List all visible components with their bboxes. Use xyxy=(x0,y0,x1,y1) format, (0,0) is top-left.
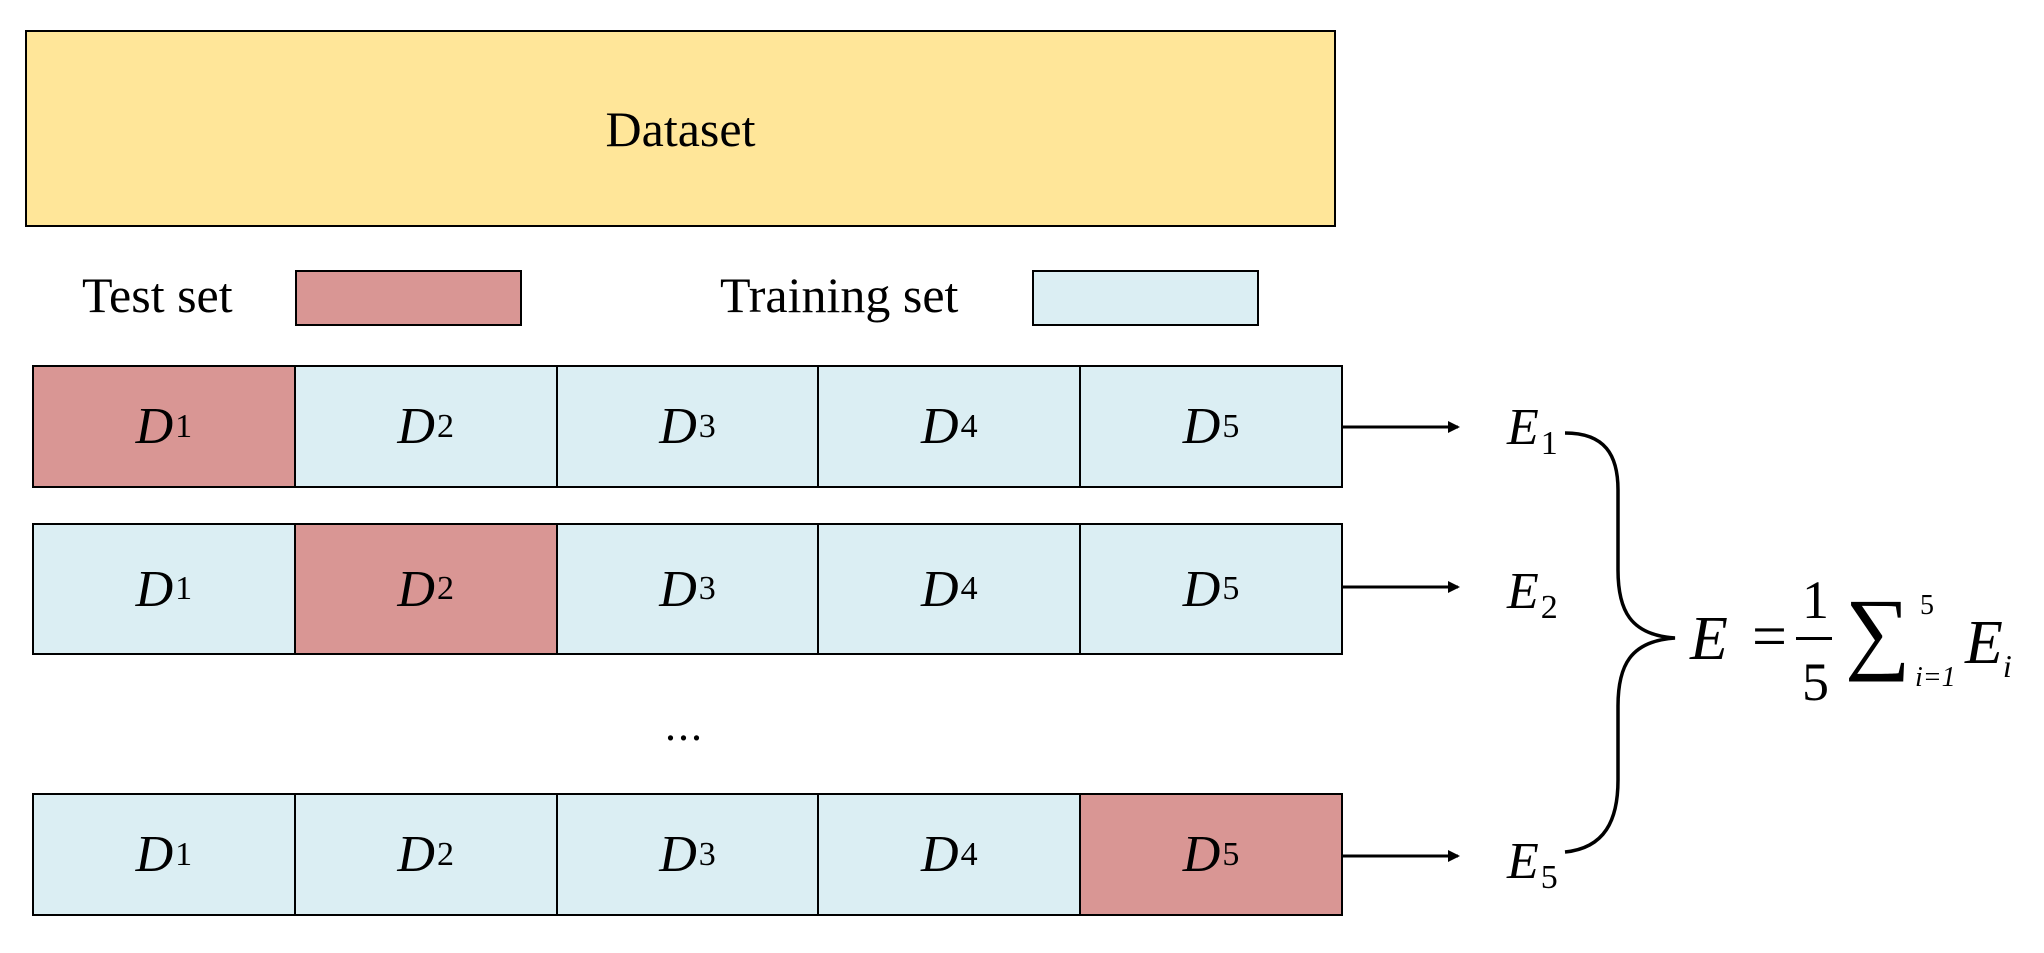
error-label-1: E1 xyxy=(1507,399,1558,462)
legend-training-swatch xyxy=(1032,270,1259,326)
formula-equals: = xyxy=(1752,603,1787,671)
formula-denominator: 5 xyxy=(1802,652,1829,712)
formula-numerator: 1 xyxy=(1802,570,1829,630)
formula-sum-symbol: ∑ xyxy=(1845,580,1911,682)
formula-upper-limit: 5 xyxy=(1920,590,1934,621)
error-label-2: E2 xyxy=(1507,563,1558,626)
error-label-5: E5 xyxy=(1507,833,1558,896)
formula-lower-limit: i=1 xyxy=(1915,662,1956,693)
legend-training-label: Training set xyxy=(720,267,959,323)
legend-test-swatch xyxy=(295,270,522,326)
formula-lhs: E xyxy=(1690,605,1728,673)
ellipsis: ... xyxy=(665,701,704,750)
legend-test-label: Test set xyxy=(82,267,233,323)
formula-term: Ei xyxy=(1965,609,2012,684)
dataset-box: Dataset xyxy=(25,30,1336,227)
curly-brace xyxy=(1564,431,1676,854)
dataset-label: Dataset xyxy=(605,100,756,157)
formula-fraction-bar xyxy=(1796,637,1832,640)
